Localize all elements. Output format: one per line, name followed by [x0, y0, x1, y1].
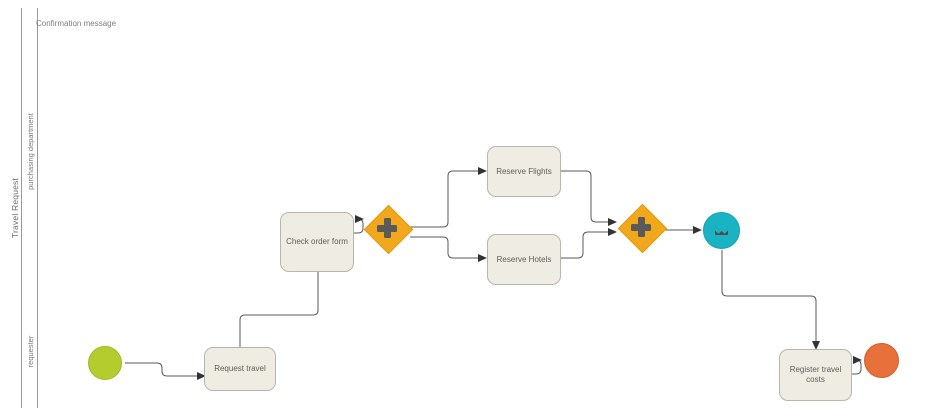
task-reserve-flights[interactable]: Reserve Flights [487, 146, 561, 197]
start-event[interactable] [88, 346, 122, 380]
lane-header-purchasing[interactable]: purchasing department [22, 8, 38, 295]
pool-header[interactable]: Travel Request [8, 8, 22, 408]
task-label: Reserve Flights [496, 166, 552, 176]
task-label: Register travel costs [789, 365, 842, 384]
task-label: Request travel [214, 364, 266, 373]
gateway-parallel-join[interactable] [617, 203, 667, 253]
lane-header-requester[interactable]: requester [22, 295, 38, 408]
task-request-travel[interactable]: Request travel [204, 347, 276, 391]
pool-title: Travel Request [10, 177, 20, 239]
plus-icon [631, 217, 651, 237]
plus-icon [377, 218, 397, 238]
intermediate-message-event[interactable] [703, 212, 740, 249]
gateway-parallel-split[interactable] [363, 204, 413, 254]
task-label: Check order form [286, 237, 348, 246]
task-label: Reserve Hotels [496, 254, 552, 264]
lane-label-purchasing: purchasing department [25, 113, 35, 190]
annotation-confirmation-message: Confirmation message [36, 19, 117, 28]
lane-purchasing-department[interactable]: purchasing department [22, 8, 918, 295]
task-check-order-form[interactable]: Check order form [280, 212, 354, 272]
envelope-icon [715, 226, 728, 235]
lane-label-requester: requester [25, 335, 35, 368]
task-reserve-hotels[interactable]: Reserve Hotels [487, 234, 561, 285]
end-event[interactable] [864, 343, 899, 378]
task-register-travel-costs[interactable]: Register travel costs [779, 349, 852, 401]
